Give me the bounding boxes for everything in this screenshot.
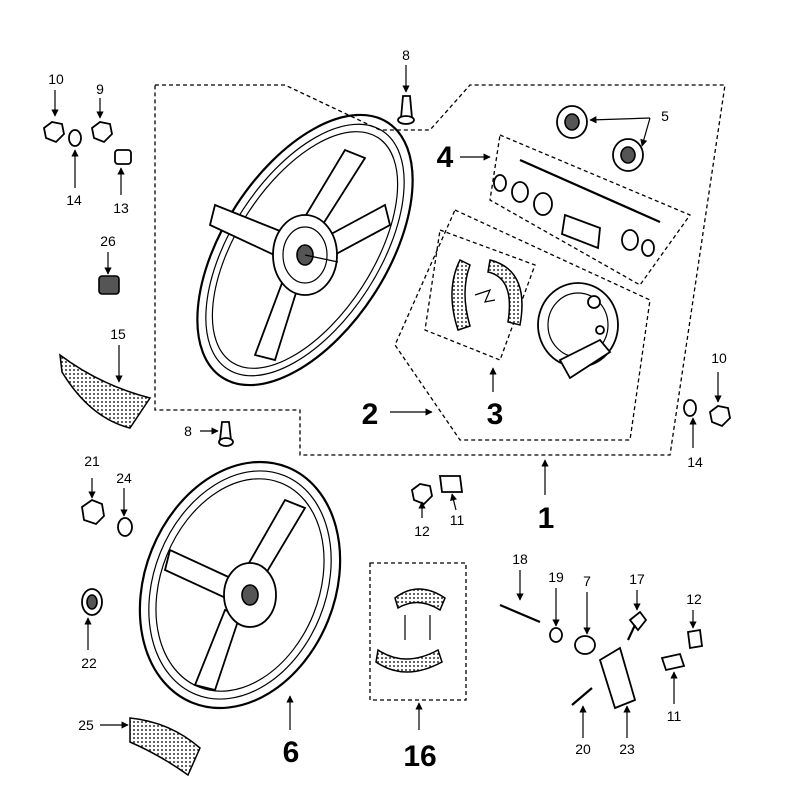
lower-wheel-assembly <box>138 460 342 710</box>
callout-21: 21 <box>84 453 100 469</box>
callout-7: 7 <box>583 573 591 589</box>
callout-11-right: 11 <box>667 708 682 724</box>
callout-11-mid: 11 <box>450 512 465 528</box>
callout-17: 17 <box>629 571 645 587</box>
left-hardware-parts <box>43 121 132 165</box>
rim-tape-15-part <box>59 353 152 429</box>
callout-12-right: 12 <box>686 591 702 607</box>
axle-kit-parts <box>493 158 661 257</box>
callout-25: 25 <box>78 717 94 733</box>
nut-26-part <box>98 275 120 295</box>
callout-5: 5 <box>661 108 669 124</box>
callout-8-mid: 8 <box>184 423 192 439</box>
callout-labels: 8 9 10 14 13 26 15 4 5 2 3 10 14 1 8 12 … <box>48 47 727 773</box>
assembly-16-outline <box>369 562 467 701</box>
callout-10-left: 10 <box>48 71 64 87</box>
callout-19: 19 <box>548 569 564 585</box>
callout-1: 1 <box>538 502 555 535</box>
assembly-4-outline <box>489 134 692 286</box>
valve-parts <box>218 95 415 447</box>
brake-shoe-parts <box>451 258 523 331</box>
callout-26: 26 <box>100 233 116 249</box>
callout-20: 20 <box>575 741 591 757</box>
lower-left-hardware-parts <box>81 498 201 777</box>
callout-23: 23 <box>619 741 635 757</box>
right-hardware-parts <box>683 399 731 428</box>
brake-shoes-16-part <box>375 588 446 673</box>
mid-hardware-parts <box>411 475 464 506</box>
callout-14-right: 14 <box>687 454 703 470</box>
callout-14-left: 14 <box>66 192 82 208</box>
callout-8-top: 8 <box>402 47 410 63</box>
callout-24: 24 <box>116 470 132 486</box>
callout-6: 6 <box>283 736 300 769</box>
callout-3: 3 <box>487 398 504 431</box>
callout-15: 15 <box>110 326 126 342</box>
leader-lines <box>51 65 722 738</box>
brake-plate-part <box>537 282 619 380</box>
callout-18: 18 <box>512 551 528 567</box>
callout-13: 13 <box>113 200 129 216</box>
assembly-2-outline <box>394 209 651 441</box>
callout-2: 2 <box>362 398 379 431</box>
assembly-3-outline <box>424 229 536 361</box>
upper-wheel-assembly <box>196 113 414 387</box>
callout-16: 16 <box>403 740 436 773</box>
callout-12-mid: 12 <box>414 523 430 539</box>
brake-lever-hardware-parts <box>499 603 704 710</box>
callout-4: 4 <box>437 141 454 174</box>
callout-9: 9 <box>96 81 104 97</box>
bearing-parts <box>556 105 644 172</box>
callout-22: 22 <box>81 655 97 671</box>
assembly-1-outline <box>154 84 726 456</box>
callout-10-right: 10 <box>711 350 727 366</box>
